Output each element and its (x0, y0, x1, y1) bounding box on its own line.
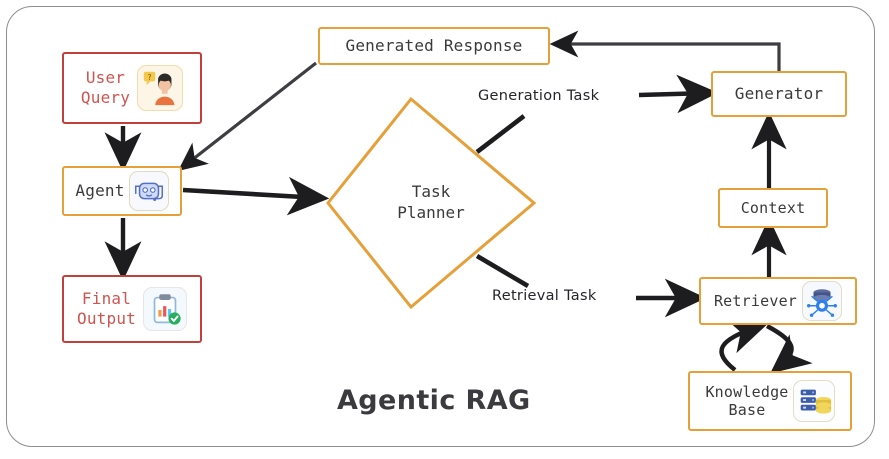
node-generator[interactable]: Generator (711, 71, 847, 117)
edge-label-retrieval-task: Retrieval Task (492, 288, 597, 304)
node-generated-response[interactable]: Generated Response (318, 27, 550, 65)
edge-label-generation-task: Generation Task (478, 88, 600, 104)
node-agent-label: Agent (75, 181, 125, 201)
node-agent[interactable]: Agent (62, 166, 182, 216)
database-network-icon (802, 281, 843, 321)
node-retriever[interactable]: Retriever (699, 277, 857, 325)
clipboard-check-icon (143, 287, 187, 331)
node-context[interactable]: Context (718, 188, 828, 228)
node-final-output-label: Final Output (77, 289, 136, 328)
user-question-icon: ? (137, 65, 184, 111)
diagram-title: Agentic RAG (337, 385, 531, 416)
node-context-label: Context (740, 198, 806, 217)
node-knowledge-base-label: Knowledge Base (705, 382, 789, 419)
robot-icon (128, 171, 169, 211)
node-generated-response-label: Generated Response (345, 36, 523, 56)
svg-text:?: ? (148, 73, 152, 82)
node-retriever-label: Retriever (713, 291, 798, 310)
server-database-icon (792, 380, 835, 422)
node-user-query-label: User Query (80, 68, 131, 107)
node-user-query[interactable]: User Query ? (62, 52, 202, 124)
node-knowledge-base[interactable]: Knowledge Base (688, 371, 852, 431)
node-task-planner[interactable]: Task Planner (328, 99, 534, 307)
node-task-planner-label: Task Planner (397, 182, 465, 222)
node-final-output[interactable]: Final Output (62, 275, 202, 343)
node-generator-label: Generator (734, 84, 824, 104)
